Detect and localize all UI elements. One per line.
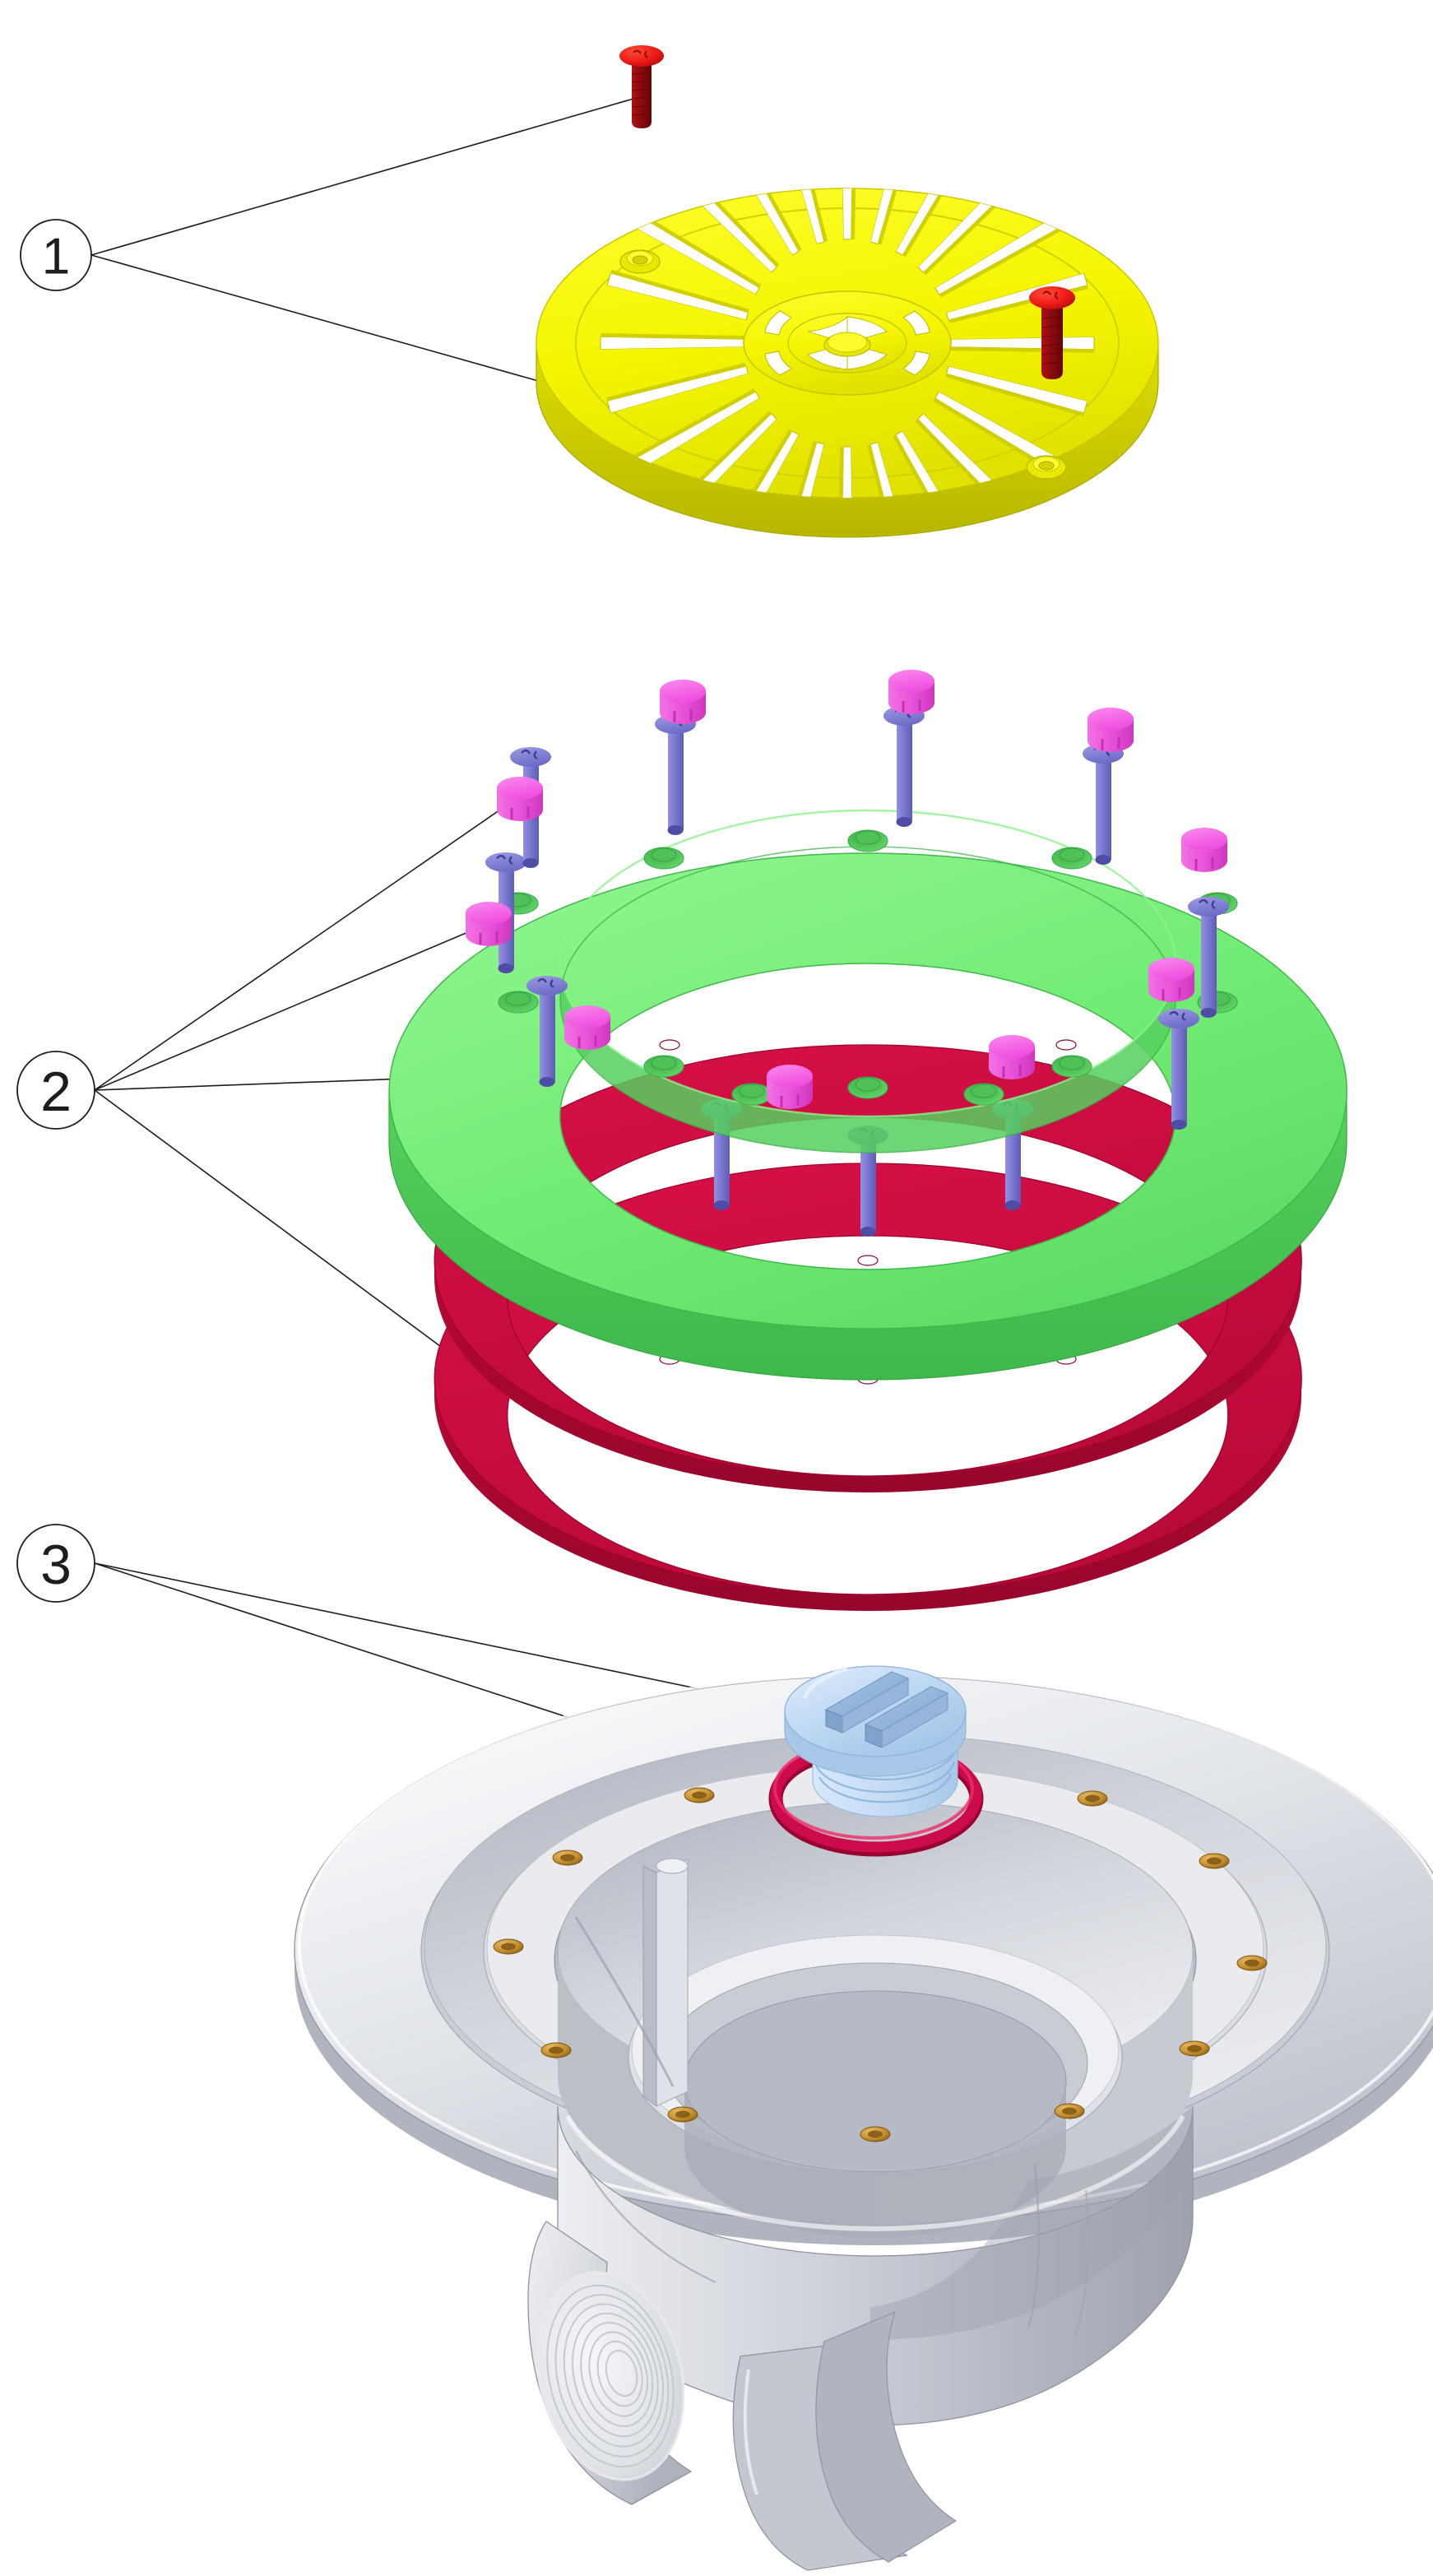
leader-2-cap <box>94 791 527 1091</box>
clamp-cap <box>466 902 512 946</box>
clamp-cap <box>767 1065 813 1109</box>
grate-screw-boss-left <box>619 249 661 274</box>
threaded-insert <box>540 2042 572 2058</box>
leader-1-grate <box>90 254 554 386</box>
threaded-insert <box>493 1938 524 1955</box>
threaded-insert <box>1054 2103 1085 2119</box>
clamp-bolt <box>1158 1009 1199 1130</box>
clamp-caps <box>466 670 1227 1109</box>
clamp-cap <box>564 1005 610 1050</box>
cleanout-plug <box>784 1665 967 1817</box>
threaded-insert <box>1077 1790 1108 1807</box>
clamp-bolt <box>1083 744 1124 865</box>
balloon-callouts: 1 2 3 <box>16 219 95 1603</box>
leader-lines <box>90 98 828 1803</box>
leader-2-bolt <box>94 911 517 1091</box>
leader-1-screw <box>90 98 634 256</box>
threaded-insert <box>684 1787 715 1803</box>
clamp-bolt <box>655 714 696 835</box>
threaded-insert <box>1236 1955 1268 1971</box>
leader-2-gasket <box>94 1089 470 1368</box>
plug-wrench-ribs <box>824 1671 949 1748</box>
clamp-cap <box>1148 958 1194 1002</box>
body-barrel <box>557 2105 1194 2426</box>
clamp-bolt <box>1188 897 1229 1018</box>
balloon-2-label: 2 <box>40 1061 72 1123</box>
threaded-insert <box>1179 2040 1210 2057</box>
threaded-insert <box>860 2126 891 2142</box>
cover-screw-lower <box>1029 286 1075 379</box>
side-outlet <box>527 2221 693 2505</box>
drain-body <box>294 1673 1433 2571</box>
balloon-3-label: 3 <box>40 1534 72 1596</box>
clamp-bolt <box>883 706 925 827</box>
clamp-cap <box>888 670 934 714</box>
threaded-insert <box>1199 1853 1230 1869</box>
body-baffle-rib <box>574 1858 689 2107</box>
balloon-3[interactable]: 3 <box>16 1524 95 1603</box>
grate-hub <box>743 290 952 396</box>
leader-2-ring <box>94 1077 429 1091</box>
grate-screw-boss-right <box>1026 455 1067 480</box>
cover-screw-upper <box>619 45 664 128</box>
clamp-cap <box>497 777 543 821</box>
clamp-cap <box>989 1035 1035 1079</box>
clamp-bolt <box>526 976 568 1087</box>
clamp-cap <box>1088 708 1134 752</box>
clamp-cap <box>1181 828 1227 872</box>
threaded-insert <box>552 1850 583 1866</box>
drop-tube <box>732 2310 958 2571</box>
balloon-1[interactable]: 1 <box>20 219 92 291</box>
balloon-1-label: 1 <box>42 229 70 285</box>
balloon-2[interactable]: 2 <box>16 1051 95 1130</box>
clamp-cap <box>660 680 706 724</box>
grate-disc <box>536 188 1159 538</box>
clamp-ring <box>388 809 1347 1381</box>
threaded-insert <box>667 2106 698 2123</box>
